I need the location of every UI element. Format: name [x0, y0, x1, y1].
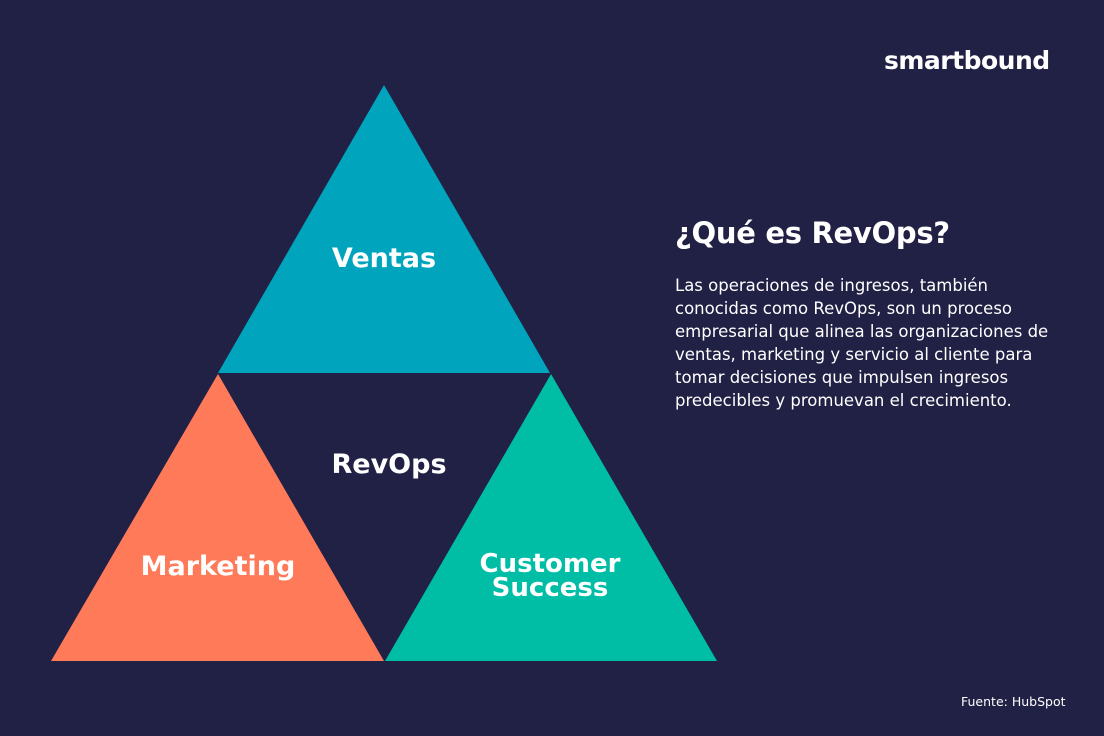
smartbound-logo: smartbound [884, 46, 1050, 75]
revops-center-label: RevOps [331, 449, 447, 480]
marketing-triangle [51, 374, 384, 661]
page-title: ¿Qué es RevOps? [675, 216, 950, 250]
customer-success-triangle [385, 374, 717, 661]
description-text: Las operaciones de ingresos, también con… [675, 276, 1049, 410]
customer-success-label: Customer Success [450, 549, 650, 603]
source-credit: Fuente: HubSpot [961, 694, 1066, 709]
customer-success-label-line2: Success [491, 573, 609, 603]
ventas-label: Ventas [331, 243, 437, 274]
customer-success-label-line1: Customer [479, 549, 621, 579]
ventas-triangle [218, 85, 550, 373]
marketing-label: Marketing [140, 551, 296, 582]
